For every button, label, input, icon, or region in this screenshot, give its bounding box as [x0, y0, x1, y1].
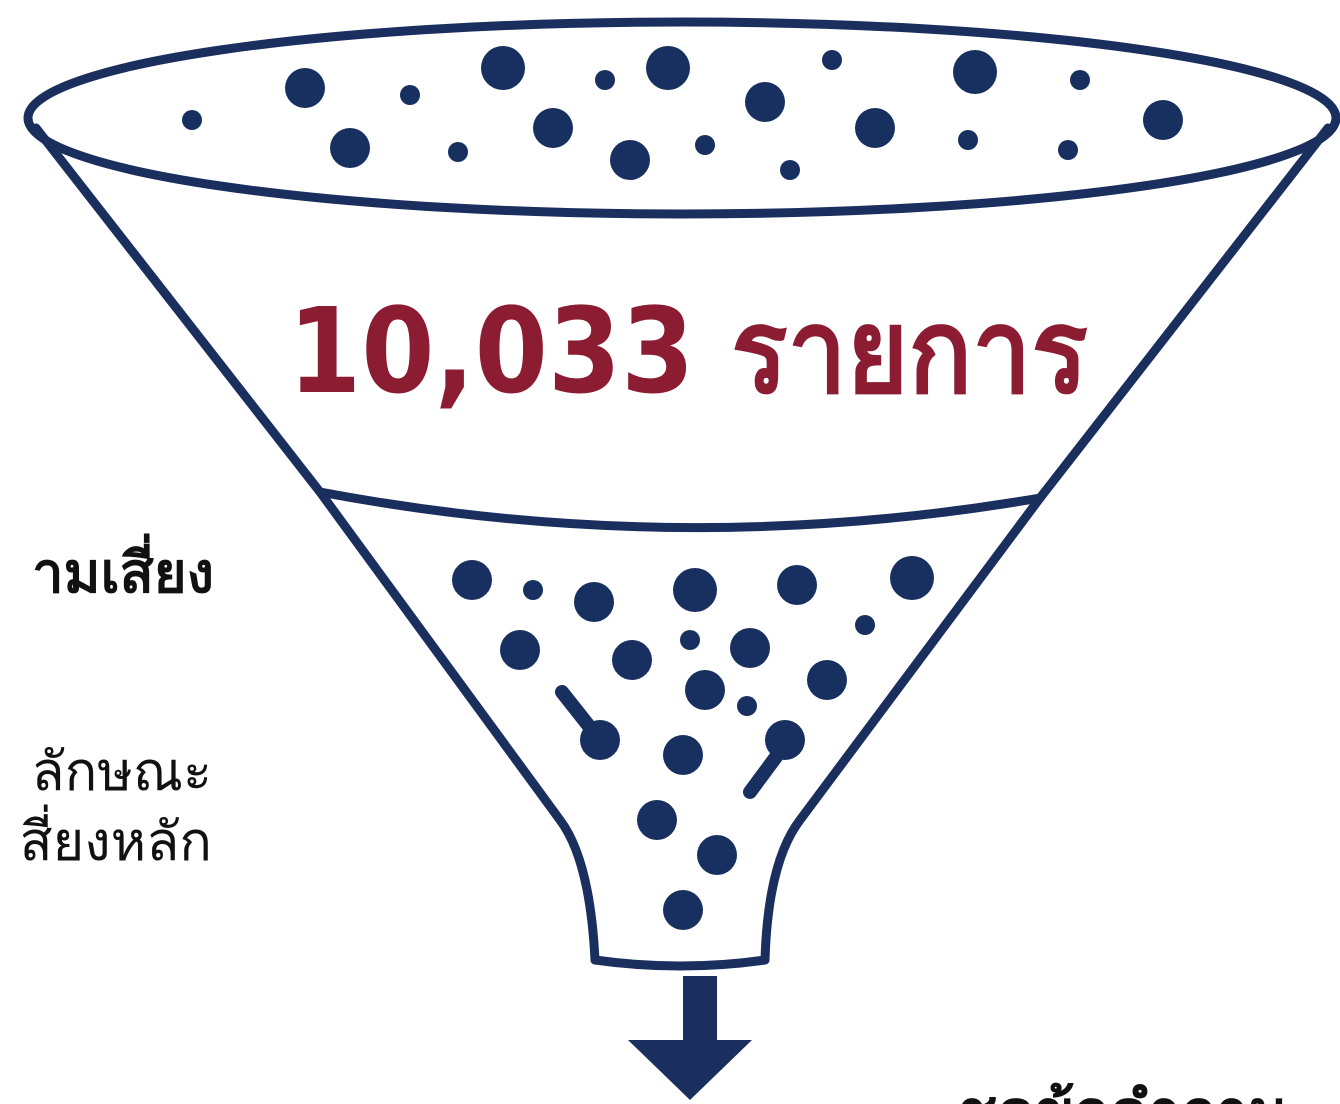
dot: [330, 128, 370, 168]
dot: [595, 70, 615, 90]
dot: [500, 630, 540, 670]
funnel-dots: [182, 46, 1183, 930]
funnel-headline: 10,033 รายการ: [288, 282, 1088, 420]
dot: [452, 560, 492, 600]
dot: [612, 640, 652, 680]
dot: [285, 68, 325, 108]
dot: [777, 565, 817, 605]
dot: [697, 835, 737, 875]
streak-particle: [743, 731, 797, 799]
dot: [663, 735, 703, 775]
dot: [953, 50, 997, 94]
dot: [680, 630, 700, 650]
funnel-spout-bottom: [590, 955, 770, 971]
arrow-down-icon: [628, 976, 752, 1100]
dot: [481, 46, 525, 90]
dot: [958, 130, 978, 150]
dot: [400, 85, 420, 105]
streak-particle: [555, 685, 603, 742]
dot: [646, 46, 690, 90]
left-description-line-2: สี่ยงหลัก: [20, 804, 212, 873]
dot: [695, 135, 715, 155]
dot: [448, 142, 468, 162]
dot: [637, 800, 677, 840]
dot: [1058, 140, 1078, 160]
dot: [533, 108, 573, 148]
dot: [1143, 100, 1183, 140]
dot: [610, 140, 650, 180]
left-description-line-1: ลักษณะ: [32, 740, 212, 803]
dot: [855, 615, 875, 635]
dot: [1070, 70, 1090, 90]
dot: [574, 582, 614, 622]
funnel-middle-band: [315, 487, 1045, 533]
dot: [822, 50, 842, 70]
dot: [685, 670, 725, 710]
funnel-outline: [23, 17, 1340, 971]
dot: [523, 580, 543, 600]
dot: [855, 108, 895, 148]
dot: [673, 568, 717, 612]
dot: [663, 890, 703, 930]
funnel-left-wall: [31, 123, 600, 965]
dot: [730, 628, 770, 668]
dot: [890, 556, 934, 600]
arrow-head: [628, 1040, 752, 1100]
left-heading: ามเสี่ยง: [32, 533, 214, 606]
funnel-top-rim: [23, 17, 1340, 219]
dot: [745, 82, 785, 122]
arrow-stem: [683, 976, 717, 1044]
funnel-right-wall: [760, 123, 1333, 965]
dot: [182, 110, 202, 130]
dot: [737, 696, 757, 716]
dot: [807, 660, 847, 700]
bottom-right-label: ชุดข้อคำถาม: [958, 1078, 1287, 1104]
dot: [780, 160, 800, 180]
